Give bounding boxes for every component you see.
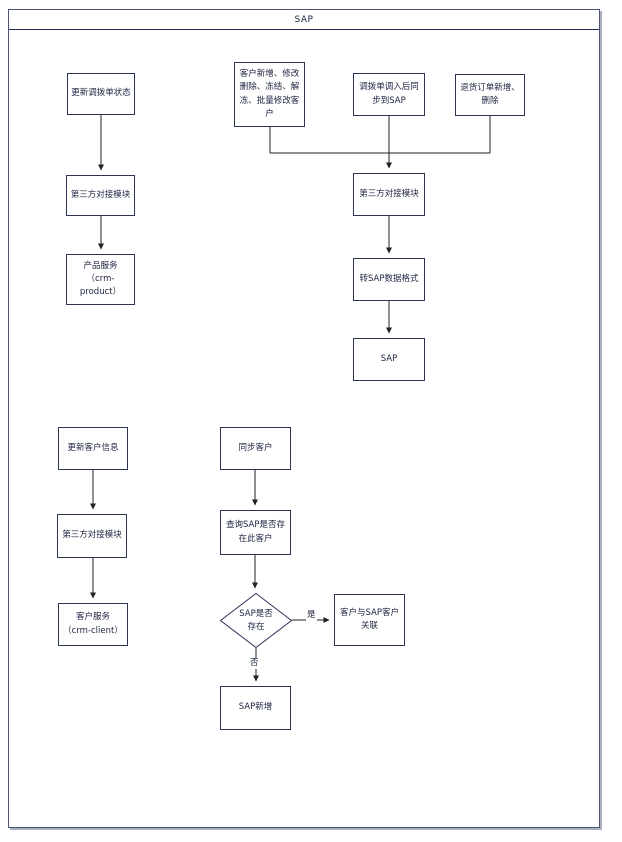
node-sync-customer[interactable]: 同步客户	[220, 427, 291, 470]
node-sap-exists-decision[interactable]: SAP是否 存在	[220, 593, 292, 648]
node-update-customer-info[interactable]: 更新客户信息	[58, 427, 128, 470]
edge-label-no: 否	[249, 658, 260, 669]
node-query-sap-customer[interactable]: 查询SAP是否存 在此客户	[220, 510, 291, 555]
node-sap[interactable]: SAP	[353, 338, 425, 381]
node-transfer-sync-sap[interactable]: 调拨单调入后同 步到SAP	[353, 73, 425, 116]
node-sap-create[interactable]: SAP新增	[220, 686, 291, 730]
node-customer-ops[interactable]: 客户新增、修改 删除、冻结、解 冻、批量修改客 户	[234, 62, 305, 127]
node-third-party-module-lower[interactable]: 第三方对接模块	[57, 514, 127, 558]
node-third-party-module-left[interactable]: 第三方对接模块	[66, 175, 135, 216]
pool-title-bar: SAP	[9, 10, 599, 30]
node-to-sap-format[interactable]: 转SAP数据格式	[353, 258, 425, 301]
diagram-page-frame: SAP	[8, 9, 600, 828]
decision-label: SAP是否 存在	[239, 608, 273, 632]
decision-diamond-shape	[220, 593, 292, 648]
node-customer-service[interactable]: 客户服务 （crm-client）	[58, 603, 128, 646]
node-return-order-ops[interactable]: 退货订单新增、 删除	[455, 74, 525, 116]
node-update-transfer-status[interactable]: 更新调拨单状态	[67, 73, 135, 115]
pool-title: SAP	[294, 14, 314, 25]
node-third-party-module-mid[interactable]: 第三方对接模块	[353, 173, 425, 216]
node-product-service[interactable]: 产品服务 （crm- product）	[66, 254, 135, 305]
edge-label-yes: 是	[306, 610, 317, 621]
node-link-customer-sap[interactable]: 客户与SAP客户 关联	[334, 594, 405, 646]
